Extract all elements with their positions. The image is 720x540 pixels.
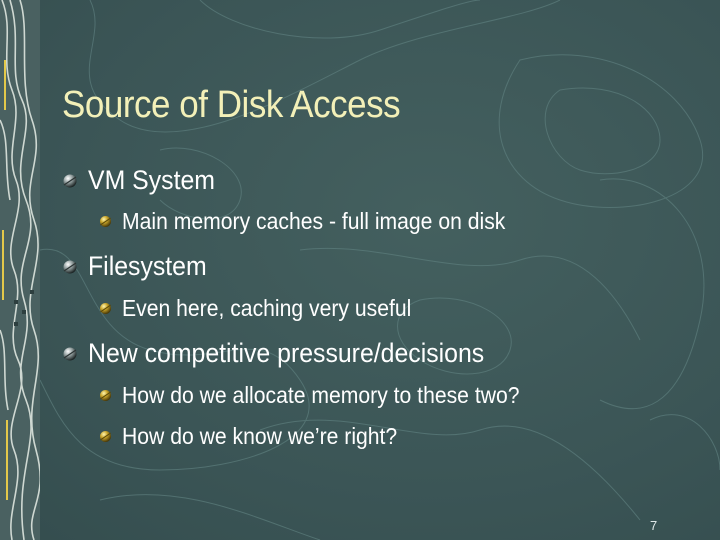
sub-bullet-text: How do we allocate memory to these two? xyxy=(122,382,520,408)
sphere-bullet-icon xyxy=(99,302,112,315)
bullet-item: New competitive pressure/decisions xyxy=(60,338,519,369)
bullet-item: VM System xyxy=(60,165,226,196)
page-number: 7 xyxy=(650,518,658,533)
sphere-bullet-icon xyxy=(63,174,77,187)
slide-title: Source of Disk Access xyxy=(62,84,401,126)
bullet-text: New competitive pressure/decisions xyxy=(88,338,485,368)
sub-bullet-text: Main memory caches - full image on disk xyxy=(122,208,506,234)
sphere-bullet-icon xyxy=(99,389,112,402)
sphere-bullet-icon xyxy=(99,430,112,443)
sub-bullet-text: How do we know we’re right? xyxy=(122,423,398,449)
sphere-bullet-icon xyxy=(63,347,77,360)
sub-bullet-item: Even here, caching very useful xyxy=(97,295,437,322)
sphere-bullet-icon xyxy=(99,215,112,228)
sub-bullet-item: How do we know we’re right? xyxy=(97,423,421,450)
bullet-text: Filesystem xyxy=(88,251,207,281)
sub-bullet-item: Main memory caches - full image on disk xyxy=(97,208,539,235)
sphere-bullet-icon xyxy=(63,260,77,273)
sub-bullet-item: How do we allocate memory to these two? xyxy=(97,382,554,409)
sub-bullet-text: Even here, caching very useful xyxy=(122,295,412,321)
bullet-text: VM System xyxy=(88,165,215,195)
bullet-item: Filesystem xyxy=(60,251,217,282)
left-decorative-strip xyxy=(0,0,40,540)
